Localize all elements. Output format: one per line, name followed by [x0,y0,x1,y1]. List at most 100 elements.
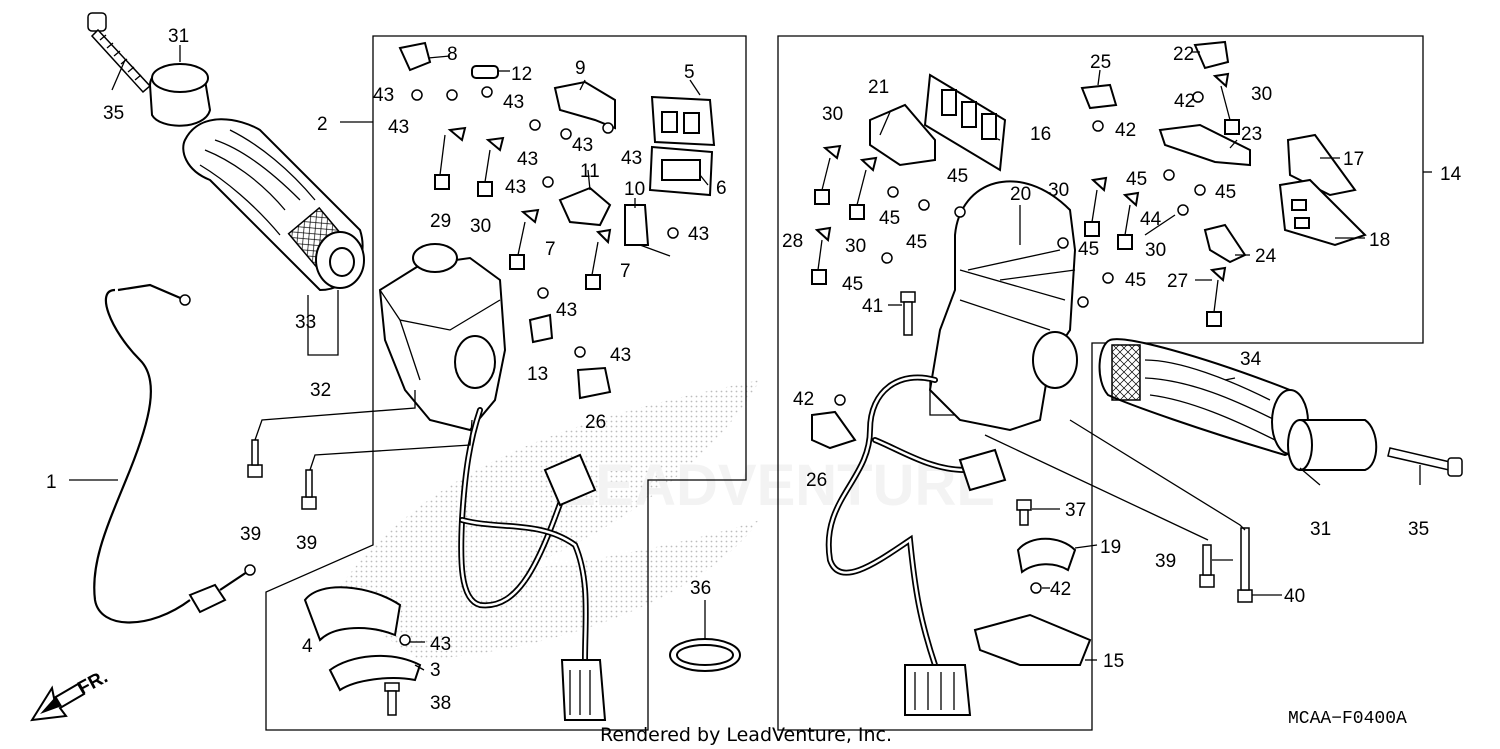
callout-26-left: 26 [585,412,606,433]
callout-17: 17 [1343,149,1364,170]
callout-1: 1 [46,472,57,493]
callout-41: 41 [862,296,883,317]
callout-30-r5: 30 [1251,84,1272,105]
callout-38: 38 [430,693,451,714]
callout-43-13: 43 [503,92,524,113]
callout-9: 9 [575,58,586,79]
callout-43-6: 43 [621,148,642,169]
left-wire-harness [458,407,607,721]
callout-43-10: 43 [610,345,631,366]
callout-43-12: 43 [373,85,394,106]
callout-31-right: 31 [1310,519,1331,540]
callout-35-left: 35 [103,103,124,124]
part-24-bracket [1203,223,1247,264]
part-9-plate [553,80,616,130]
callout-43-9: 43 [556,300,577,321]
callout-30-r3: 30 [1048,180,1069,201]
callout-43-3: 43 [388,117,409,138]
callout-45-7: 45 [1215,182,1236,203]
callout-10: 10 [624,179,645,200]
callout-15: 15 [1103,651,1124,672]
front-direction-arrow: FR. [30,667,111,722]
callout-34: 34 [1240,349,1262,370]
callout-42-2: 42 [1115,120,1136,141]
callout-39-a: 39 [240,524,261,545]
callout-18: 18 [1369,230,1390,251]
callout-6: 6 [716,178,727,199]
callout-32: 32 [310,380,331,401]
callout-42-4: 42 [1050,579,1071,600]
left-switch-group-box [265,35,747,731]
callout-43-4: 43 [517,149,538,170]
callout-30-left: 30 [470,216,491,237]
part-7-connector-b [585,228,612,290]
part-26-bracket-right [811,410,857,450]
part-44-screw [1177,204,1189,216]
part-connectors-right [811,72,1240,327]
credit-line: Rendered by LeadVenture, Inc. [600,724,892,746]
callout-13: 13 [527,364,548,385]
part-31-bar-end-weight-right [1287,419,1378,471]
callout-45-4: 45 [842,274,863,295]
callout-45-2: 45 [879,208,900,229]
callout-29: 29 [430,211,451,232]
part-19-clamp [1016,537,1077,574]
callout-25: 25 [1090,52,1111,73]
callout-43-11: 43 [430,634,451,655]
part-8-bracket [398,41,432,72]
part-39-bolt-b [301,469,317,510]
callout-11: 11 [580,161,600,182]
part-37-bolt [1016,499,1032,526]
callout-33: 33 [295,312,316,333]
callout-30-r4: 30 [1145,240,1166,261]
part-6-cover [648,145,714,197]
callout-3: 3 [430,660,441,681]
part-30-connector-left [477,136,505,197]
callout-43-5: 43 [572,135,593,156]
watermark-wing [330,380,760,660]
part-41-bolt [900,291,916,336]
callout-42-1: 42 [1174,91,1195,112]
callout-45-5: 45 [1078,239,1099,260]
part-16-cover [923,73,1007,172]
callout-39-right: 39 [1155,551,1176,572]
part-36-band [669,638,741,672]
part-1-throttle-cable [93,283,256,624]
callout-45-1: 45 [947,166,968,187]
callout-36: 36 [690,578,711,599]
leader-lines [69,45,1432,671]
callout-43-1: 43 [373,85,394,106]
part-23-plate [1158,123,1251,167]
part-5-cover [650,95,716,147]
part-34-grip [1098,338,1309,457]
part-29-connector [434,126,467,190]
callout-45-6: 45 [1126,169,1147,190]
part-3-clamp-lower [328,654,422,692]
callout-43-7: 43 [505,177,526,198]
callout-43-2: 43 [503,92,524,113]
callout-39-b: 39 [296,533,317,554]
right-switch-group-box [777,35,1424,731]
callout-45-8: 45 [1125,270,1146,291]
callout-5: 5 [684,62,695,83]
callout-35-right: 35 [1408,519,1429,540]
part-22-clip [1193,40,1230,70]
part-13-clip [528,313,554,344]
part-12-clip [471,65,499,79]
callout-19: 19 [1100,537,1121,558]
right-switch-housing [928,180,1078,432]
callout-24: 24 [1255,246,1277,267]
callout-40: 40 [1284,586,1305,607]
part-35-screw-left [87,12,152,94]
part-10-switch [624,204,650,246]
left-switch-housing [378,243,507,432]
part-7-connector-a [509,208,540,270]
callout-30-r2: 30 [845,236,866,257]
part-38-bolt [384,682,400,716]
callout-23: 23 [1241,124,1262,145]
part-11-bracket [558,186,612,227]
part-15-cover [973,613,1092,666]
part-40-bolt [1237,527,1253,603]
callout-28: 28 [782,231,803,252]
part-33-throttle-grip [182,118,365,292]
